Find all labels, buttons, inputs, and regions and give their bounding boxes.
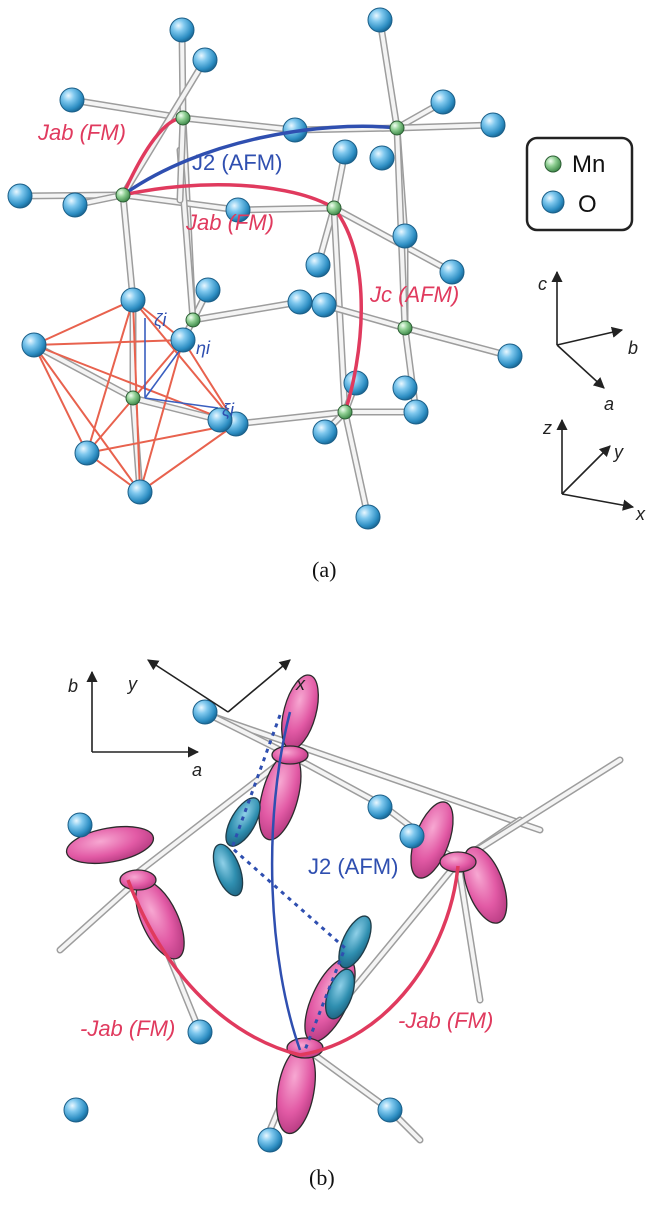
caption-b: (b) bbox=[309, 1165, 335, 1190]
panel-a-atoms bbox=[8, 8, 522, 529]
oxygen-atom bbox=[393, 224, 417, 248]
oxygen-atom bbox=[171, 328, 195, 352]
oxygen-atom bbox=[393, 376, 417, 400]
mn-orbitals bbox=[64, 671, 516, 1136]
bond-highlight bbox=[193, 302, 300, 320]
oxygen-atom bbox=[400, 824, 424, 848]
oxygen-atom bbox=[431, 90, 455, 114]
oxygen-atom bbox=[333, 140, 357, 164]
oxygen-atom bbox=[170, 18, 194, 42]
axis-x-label: x bbox=[635, 504, 646, 524]
axis-a-label: a bbox=[604, 394, 614, 414]
panel-b: J2 (AFM) -Jab (FM) -Jab (FM) b a y x (b) bbox=[60, 660, 620, 1190]
oxygen-atom bbox=[75, 441, 99, 465]
bond-highlight bbox=[183, 118, 295, 130]
bond-highlight bbox=[345, 412, 368, 517]
axis-x-label-b: x bbox=[295, 674, 306, 694]
xi-label: ξi bbox=[222, 400, 235, 420]
oxygen-atom bbox=[440, 260, 464, 284]
oxygen-atom bbox=[313, 420, 337, 444]
axes-xy: y x bbox=[126, 660, 306, 712]
oxygen-atom bbox=[193, 700, 217, 724]
cartesian-axes: z y x bbox=[542, 418, 646, 524]
oxygen-atom bbox=[8, 184, 32, 208]
oxygen-atom bbox=[60, 88, 84, 112]
oxygen-atom bbox=[368, 8, 392, 32]
j2-label-b: J2 (AFM) bbox=[308, 854, 398, 879]
zeta-label: ζi bbox=[154, 310, 167, 330]
oxygen-atom bbox=[121, 288, 145, 312]
oxygen-atom bbox=[68, 813, 92, 837]
bond-highlight bbox=[324, 305, 405, 328]
caption-a: (a) bbox=[312, 557, 336, 582]
bond-highlight bbox=[380, 20, 397, 128]
oxygen-atom bbox=[404, 400, 428, 424]
oxygen-atom bbox=[481, 113, 505, 137]
oxygen-atom bbox=[498, 344, 522, 368]
o-orbitals bbox=[207, 793, 377, 1023]
jc-label: Jc (AFM) bbox=[369, 282, 459, 307]
axis-y-label: y bbox=[612, 442, 624, 462]
oxygen-atom bbox=[370, 146, 394, 170]
oxygen-atom bbox=[288, 290, 312, 314]
oxygen-atom bbox=[22, 333, 46, 357]
oxygen-atom bbox=[306, 253, 330, 277]
jab-right-label-b: -Jab (FM) bbox=[398, 1008, 493, 1033]
eta-label: ηi bbox=[196, 338, 211, 358]
panel-a: Jab (FM) J2 (AFM) Jab (FM) Jc (AFM) ζi η… bbox=[8, 8, 646, 582]
o-legend-icon bbox=[542, 191, 564, 213]
bond-highlight bbox=[182, 30, 183, 118]
axis-z-label: z bbox=[542, 418, 552, 438]
manganese-atom bbox=[398, 321, 412, 335]
bond-highlight bbox=[305, 1048, 390, 1110]
oxygen-atom bbox=[258, 1128, 282, 1152]
bond-highlight bbox=[34, 345, 133, 398]
oxygen-atom bbox=[64, 1098, 88, 1122]
jab-left-label-b: -Jab (FM) bbox=[80, 1016, 175, 1041]
axis-b-label: b bbox=[628, 338, 638, 358]
crystal-axes: c b a bbox=[538, 272, 638, 414]
manganese-atom bbox=[116, 188, 130, 202]
oxygen-atom bbox=[193, 48, 217, 72]
mn-legend-icon bbox=[545, 156, 561, 172]
oxygen-atom bbox=[312, 293, 336, 317]
oxygen-atom bbox=[378, 1098, 402, 1122]
legend-o-label: O bbox=[578, 191, 597, 218]
jab-top-label: Jab (FM) bbox=[37, 120, 126, 145]
manganese-atom bbox=[327, 201, 341, 215]
legend: Mn O bbox=[527, 138, 632, 230]
axis-b-label-b: b bbox=[68, 676, 78, 696]
axis-a-label-b: a bbox=[192, 760, 202, 780]
j2-label: J2 (AFM) bbox=[192, 150, 282, 175]
axis-y-label-b: y bbox=[126, 674, 138, 694]
jab-mid-label: Jab (FM) bbox=[185, 210, 274, 235]
axis-c-label: c bbox=[538, 274, 547, 294]
oxygen-atom bbox=[128, 480, 152, 504]
oxygen-atom bbox=[368, 795, 392, 819]
bond-highlight bbox=[72, 100, 183, 118]
oxygen-atom bbox=[196, 278, 220, 302]
manganese-atom bbox=[126, 391, 140, 405]
bond-highlight bbox=[405, 328, 510, 356]
oxygen-atom bbox=[188, 1020, 212, 1044]
manganese-atom bbox=[186, 313, 200, 327]
bond-highlight bbox=[60, 880, 138, 950]
manganese-atom bbox=[338, 405, 352, 419]
oxygen-atom bbox=[356, 505, 380, 529]
oxygen-atom bbox=[63, 193, 87, 217]
manganese-atom bbox=[390, 121, 404, 135]
legend-mn-label: Mn bbox=[572, 151, 605, 178]
manganese-atom bbox=[176, 111, 190, 125]
